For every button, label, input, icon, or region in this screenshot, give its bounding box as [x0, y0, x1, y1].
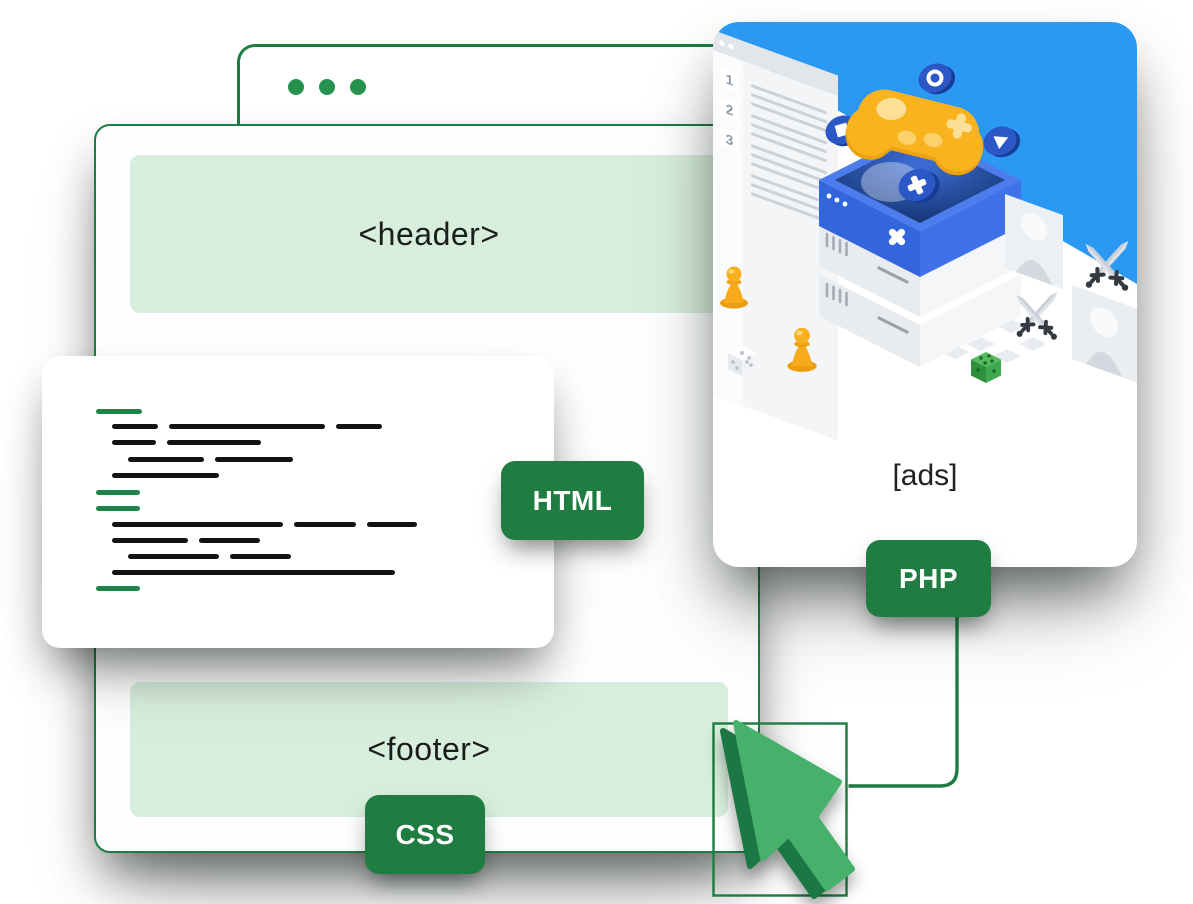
- game-controller-icon: [845, 89, 984, 176]
- code-card: [42, 356, 554, 648]
- code-line: [112, 538, 260, 543]
- crossed-swords: [1085, 240, 1129, 291]
- html-badge-label: HTML: [532, 484, 613, 516]
- code-line: [96, 586, 140, 591]
- player-card: [1072, 284, 1137, 383]
- php-badge: PHP: [866, 540, 991, 617]
- header-band: <header>: [130, 155, 728, 313]
- green-cube: [971, 352, 1001, 383]
- css-badge-label: CSS: [395, 818, 455, 850]
- dpad: [946, 113, 972, 139]
- code-line: [112, 570, 395, 575]
- html-badge: HTML: [501, 461, 644, 540]
- avatar-head: [1021, 213, 1047, 241]
- window-dots: [288, 79, 366, 95]
- code-line: [128, 457, 293, 462]
- code-line: [112, 440, 261, 445]
- ads-illustration: 1 2 3: [713, 22, 1137, 442]
- code-line: [112, 522, 417, 527]
- footer-label: <footer>: [367, 731, 491, 767]
- php-badge-label: PHP: [898, 562, 959, 594]
- panel-header: [713, 30, 838, 96]
- css-badge: CSS: [365, 795, 485, 874]
- footer-band: <footer>: [130, 682, 728, 817]
- list-number: 2: [726, 101, 734, 119]
- window-dot: [319, 79, 335, 95]
- code-line: [128, 554, 291, 559]
- dice: [728, 346, 756, 376]
- circle-button-coin: [918, 63, 956, 95]
- window-dot: [350, 79, 366, 95]
- checker-tile: [967, 337, 995, 351]
- header-label: <header>: [358, 215, 500, 252]
- player-card: [1005, 193, 1063, 290]
- clover-emblem: [888, 228, 906, 246]
- chess-pawn: [787, 327, 817, 372]
- code-line: [96, 490, 140, 495]
- ads-label: [ads]: [892, 459, 958, 492]
- ads-card: 1 2 3: [713, 22, 1137, 567]
- code-line: [96, 506, 140, 511]
- play-button-coin: [983, 126, 1021, 158]
- avatar: [1086, 351, 1122, 378]
- avatar-head: [1090, 307, 1118, 338]
- list-number-tiles: 1 2 3: [720, 67, 739, 152]
- crossed-swords: [1016, 292, 1058, 340]
- chess-pawn: [720, 266, 748, 309]
- connector-line: [848, 604, 959, 788]
- panel-dot: [719, 40, 725, 47]
- code-line: [112, 424, 382, 429]
- checker-tile: [1019, 337, 1047, 351]
- code-line: [112, 473, 219, 478]
- list-number: 3: [726, 131, 734, 149]
- avatar: [1016, 260, 1052, 286]
- plus-button-coin: [898, 168, 940, 204]
- panel-dot: [728, 43, 734, 50]
- window-dot: [288, 79, 304, 95]
- list-number: 1: [726, 71, 734, 89]
- code-line: [96, 409, 142, 414]
- panel-lines: [751, 84, 827, 223]
